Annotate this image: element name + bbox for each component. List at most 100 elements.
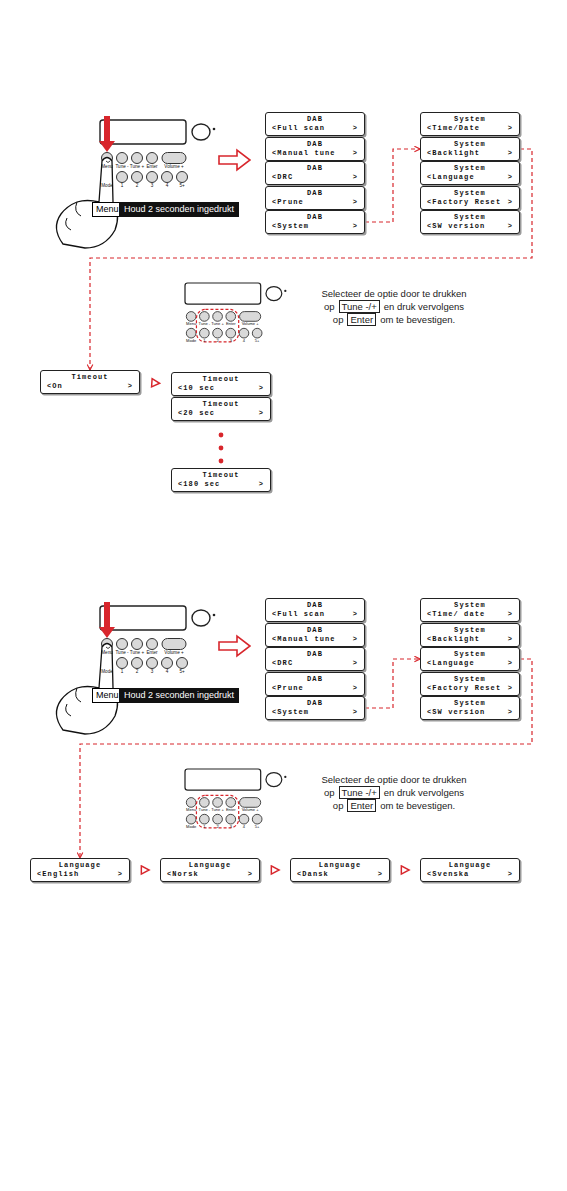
button-label: 3 <box>151 184 154 189</box>
screen-row: <Factory Reset> <box>427 198 513 207</box>
button-label: Mode <box>186 825 196 829</box>
dashed-connector <box>90 149 532 370</box>
button-label: Menu <box>101 165 113 170</box>
lcd-screen: System<SW version> <box>420 210 520 234</box>
instruction-word: Selecteer de optie door te drukken <box>321 288 466 299</box>
screen-value: <Norsk <box>167 870 199 879</box>
screen-heading: System <box>427 675 513 684</box>
screen-value: > <box>508 198 513 207</box>
screen-row: <Backlight> <box>427 635 513 644</box>
screen-row: <DRC > <box>272 173 358 182</box>
instruction-word: om te bevestigen. <box>380 800 455 811</box>
screen-value: <Backlight <box>427 635 480 644</box>
lcd-screen: Language<Svenska> <box>420 858 520 882</box>
screen-value: <Dansk <box>297 870 329 879</box>
lcd-screen: DAB<Prune> <box>265 186 365 210</box>
lcd-screen: DAB<Manual tune> <box>265 137 365 161</box>
instruction-word: Selecteer de optie door te drukken <box>321 774 466 785</box>
lcd-screen: Timeout<On> <box>40 370 140 394</box>
screen-row: <DRC> <box>272 659 358 668</box>
button-label: 1 <box>121 184 124 189</box>
screen-heading: Timeout <box>178 375 264 384</box>
screen-heading: DAB <box>272 189 358 198</box>
continuation-dot <box>219 433 224 438</box>
screen-row: <Dansk> <box>297 870 383 879</box>
screen-row: <SW version> <box>427 708 513 717</box>
instruction-line: opEnterom te bevestigen. <box>294 313 494 326</box>
lcd-screen: System<Factory Reset> <box>420 186 520 210</box>
screen-heading: System <box>427 601 513 610</box>
screen-value: <Time/ date <box>427 610 485 619</box>
screen-row: <Svenska> <box>427 870 513 879</box>
key-name: Tune -/+ <box>339 786 380 799</box>
button-label: 4 <box>166 184 169 189</box>
screen-value: > <box>353 173 358 182</box>
screen-row: <Factory Reset> <box>427 684 513 693</box>
screen-value: > <box>508 173 513 182</box>
instruction-note: Houd 2 seconden ingedrukt <box>119 202 239 217</box>
screen-value: <Prune <box>272 684 304 693</box>
button-label: Volume + <box>164 165 183 170</box>
screen-row: <System> <box>272 222 358 231</box>
screen-heading: Language <box>297 861 383 870</box>
screen-heading: System <box>427 699 513 708</box>
screen-row: <Prune> <box>272 198 358 207</box>
button-label: 4 <box>243 825 245 829</box>
button-label: 1 <box>203 825 205 829</box>
button-label: Mode <box>101 184 113 189</box>
button-label: Enter <box>226 322 236 326</box>
screen-heading: DAB <box>272 601 358 610</box>
screen-value: > <box>353 708 358 717</box>
screen-value: > <box>353 684 358 693</box>
screen-value: > <box>128 382 133 391</box>
instruction-word: en druk vervolgens <box>384 787 464 798</box>
screen-value: <English <box>37 870 79 879</box>
screen-row: <Full scan> <box>272 124 358 133</box>
screen-heading: DAB <box>272 675 358 684</box>
radio-device <box>100 120 215 183</box>
screen-value: <10 sec <box>178 384 215 393</box>
key-name: Menu <box>92 688 123 703</box>
screen-value: <SW version <box>427 708 485 717</box>
dashed-connector <box>80 659 532 858</box>
radio-device <box>100 606 215 669</box>
lcd-screen: Timeout<180 sec> <box>171 468 271 492</box>
continuation-dot <box>219 446 224 451</box>
screen-heading: DAB <box>272 115 358 124</box>
button-label: 3 <box>151 670 154 675</box>
screen-heading: System <box>427 626 513 635</box>
screen-value: <System <box>272 222 309 231</box>
lcd-screen: System<Backlight> <box>420 623 520 647</box>
button-label: Volume + <box>242 322 259 326</box>
button-label: 4 <box>166 670 169 675</box>
screen-value: > <box>353 124 358 133</box>
press-arrow <box>99 116 115 152</box>
screen-value: <DRC <box>272 173 293 182</box>
lcd-screen: System<Time/Date> <box>420 112 520 136</box>
lcd-screen: DAB<DRC> <box>265 161 365 185</box>
screen-heading: System <box>427 164 513 173</box>
button-label: 3 <box>230 825 232 829</box>
button-label: 5+ <box>255 825 260 829</box>
step-triangle <box>140 382 171 384</box>
screen-value: <20 sec <box>178 409 215 418</box>
key-name: Enter <box>347 799 376 812</box>
screen-heading: System <box>427 650 513 659</box>
instruction-word: en druk vervolgens <box>384 301 464 312</box>
instruction-word: om te bevestigen. <box>380 314 455 325</box>
button-label: 2 <box>216 339 218 343</box>
lcd-screen: DAB<Manual tune> <box>265 623 365 647</box>
screen-value: <Factory Reset <box>427 684 501 693</box>
button-label: 2 <box>136 184 139 189</box>
key-name: Menu <box>92 202 123 217</box>
key-name: Tune -/+ <box>339 300 380 313</box>
screen-value: > <box>353 198 358 207</box>
lcd-screen: DAB<System> <box>265 696 365 720</box>
button-label: Volume + <box>164 651 183 656</box>
button-label: 1 <box>203 339 205 343</box>
button-highlight <box>196 309 238 342</box>
screen-heading: System <box>427 189 513 198</box>
lcd-screen: Language<English> <box>30 858 130 882</box>
instruction-line: opEnterom te bevestigen. <box>294 799 494 812</box>
screen-row: <On> <box>47 382 133 391</box>
